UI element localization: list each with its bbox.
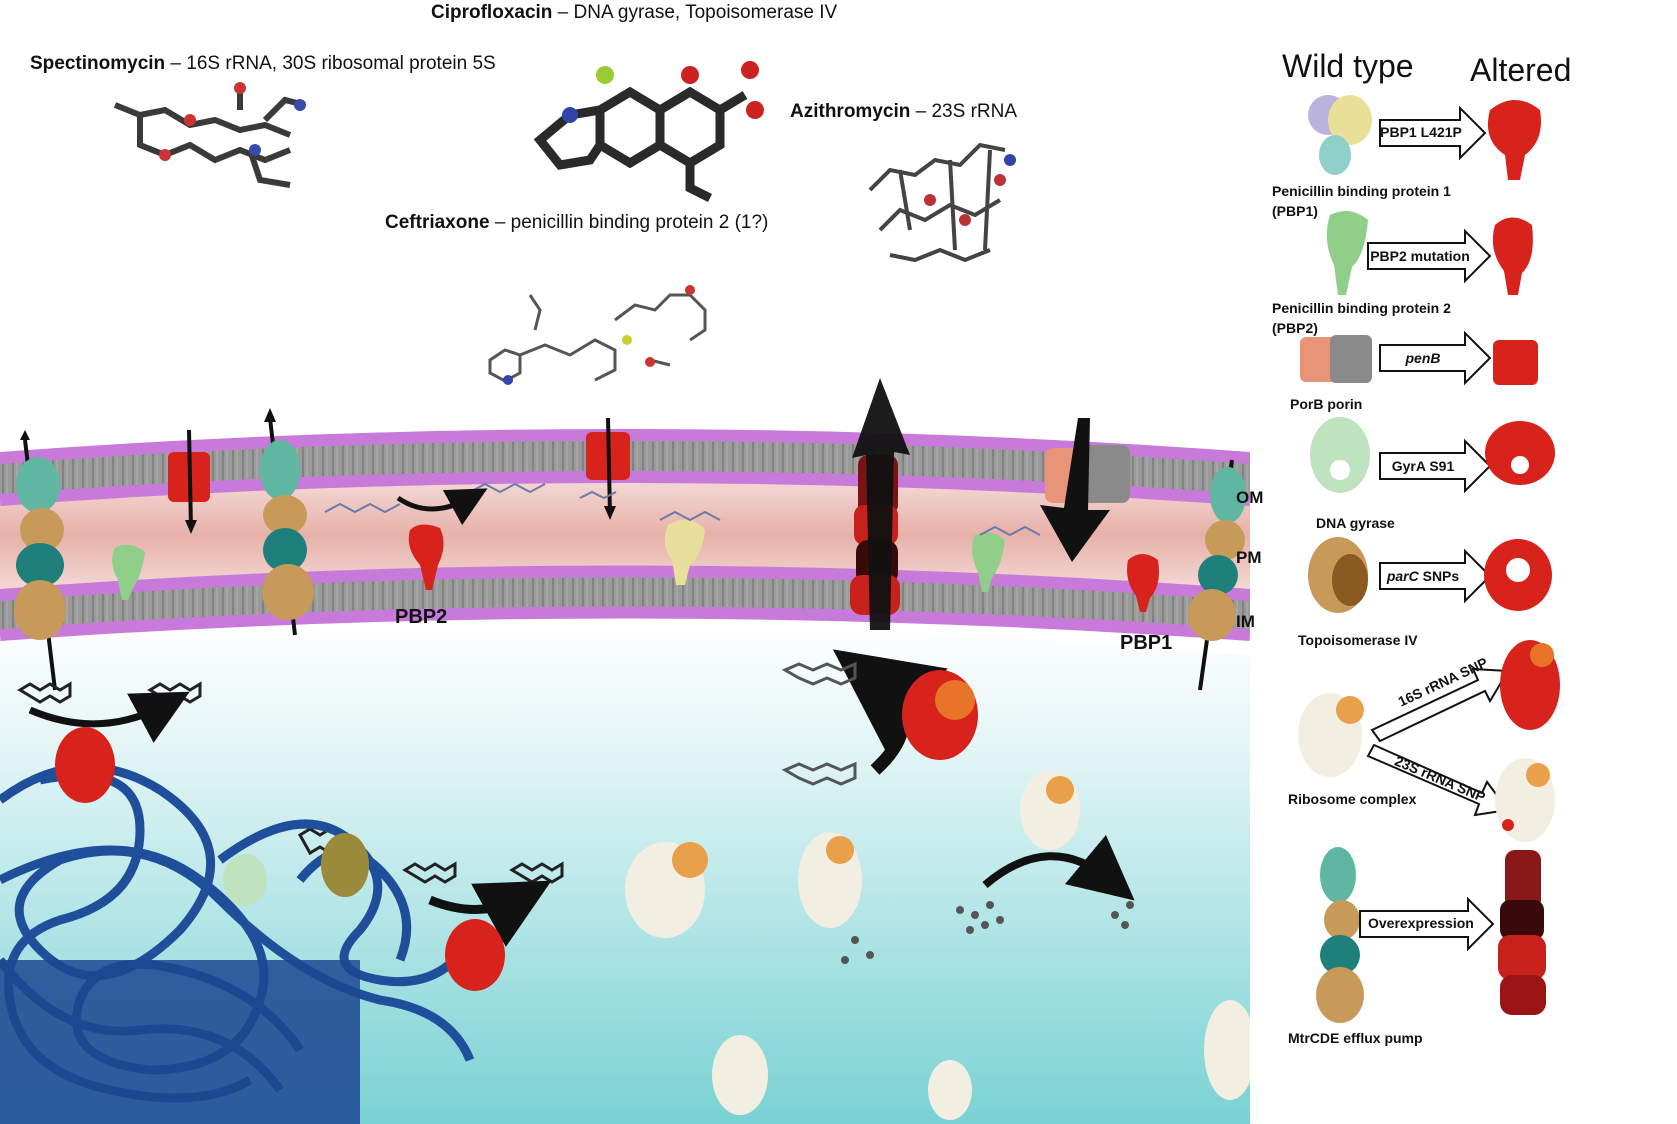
- legend-topoisomerase-altered: [1484, 539, 1552, 611]
- legend-porb-wild-type: [1300, 335, 1372, 383]
- legend-name-ribosome: Ribosome complex: [1288, 791, 1417, 807]
- pbp1-label: PBP1: [1120, 632, 1173, 654]
- legend-change-topo-gene: parC: [1386, 568, 1419, 584]
- legend-pbp2-altered: [1492, 217, 1533, 295]
- altered-dna-gyrase-2: [445, 919, 505, 991]
- altered-dna-gyrase-1: [55, 727, 115, 803]
- altered-efflux-pump: [850, 378, 910, 630]
- cytoplasm-curved-arrow-1: [28, 691, 190, 743]
- legend-arrow-23s: [1366, 743, 1510, 817]
- im-label: IM: [1236, 612, 1255, 631]
- cytoplasm-curved-arrow-3: [832, 649, 948, 775]
- legend-change-pbp2: PBP2 mutation: [1370, 248, 1470, 264]
- porb-wild-type: [1040, 418, 1130, 562]
- legend-arrow-pbp2: [1367, 228, 1492, 284]
- legend-name-gyrase: DNA gyrase: [1316, 515, 1395, 531]
- pm-label: PM: [1236, 548, 1262, 567]
- legend-mtrcde-altered: [1498, 850, 1546, 1015]
- legend-change-porb-text: penB: [1405, 350, 1441, 366]
- ceftriaxone-name: Ceftriaxone: [385, 212, 490, 233]
- azithromycin-label: Azithromycin – 23S rRNA: [790, 101, 1017, 123]
- legend-arrow-porb: [1379, 330, 1492, 386]
- legend-name-pbp2: Penicillin binding protein 2 (PBP2): [1272, 300, 1451, 336]
- legend-change-topo: parC SNPs: [1382, 568, 1464, 584]
- legend-name-pbp1: Penicillin binding protein 1 (PBP1): [1272, 183, 1451, 219]
- pbp2-altered: [408, 524, 444, 590]
- om-label: OM: [1236, 488, 1264, 507]
- pbp1-wild-type: [664, 519, 705, 585]
- legend-name-topo: Topoisomerase IV: [1298, 632, 1418, 648]
- wild-type-topoisomerase: [321, 833, 369, 897]
- legend-dna-gyrase-wild-type: [1310, 417, 1370, 493]
- mtrcde-efflux-pump-middle: [260, 408, 314, 636]
- periplasm: [0, 470, 1250, 600]
- legend-arrow-mtrcde: [1359, 896, 1495, 952]
- azithromycin-targets: – 23S rRNA: [910, 101, 1018, 122]
- legend-ribosome-altered-16s: [1500, 640, 1560, 730]
- spectinomycin-targets: – 16S rRNA, 30S ribosomal protein 5S: [165, 53, 496, 74]
- altered-heading: Altered: [1470, 52, 1572, 88]
- ceftriaxone-targets: – penicillin binding protein 2 (1?): [489, 212, 769, 233]
- ceftriaxone-label: Ceftriaxone – penicillin binding protein…: [385, 212, 768, 234]
- spectinomycin-molecules-cytoplasm: [781, 661, 857, 786]
- legend-ribosome-altered-23s: [1495, 758, 1555, 842]
- legend-pbp1-altered: [1487, 100, 1541, 180]
- spectinomycin-name: Spectinomycin: [30, 53, 166, 74]
- ciprofloxacin-name: Ciprofloxacin: [431, 2, 553, 23]
- ciprofloxacin-molecule: [533, 61, 764, 203]
- ceftriaxone-molecule: [488, 285, 707, 385]
- pbp1-altered: [1127, 554, 1159, 612]
- azithromycin-name: Azithromycin: [790, 101, 911, 122]
- pbp2-wild-type-2: [972, 532, 1005, 592]
- legend-pbp2-wild-type: [1326, 211, 1368, 295]
- legend-porb-altered: [1493, 340, 1538, 385]
- legend-mtrcde-wild-type: [1316, 847, 1364, 1023]
- legend-pbp1-wild-type: [1308, 95, 1372, 175]
- cytoplasm-curved-arrow-2: [428, 880, 552, 947]
- legend-dna-gyrase-altered: [1485, 421, 1555, 485]
- legend-arrow-topo: [1379, 548, 1492, 604]
- legend-change-gyrase: GyrA S91: [1391, 458, 1455, 474]
- dna-dense-mass: [0, 960, 360, 1124]
- spectinomycin-label: Spectinomycin – 16S rRNA, 30S ribosomal …: [30, 53, 496, 75]
- ciprofloxacin-label: Ciprofloxacin – DNA gyrase, Topoisomeras…: [431, 2, 837, 24]
- spectinomycin-molecule: [113, 82, 306, 188]
- ribosome-complexes: [625, 670, 1250, 1120]
- legend-name-porb: PorB porin: [1290, 396, 1363, 412]
- legend-arrow-16s: [1370, 667, 1510, 743]
- altered-porin-1: [168, 429, 210, 534]
- wild-type-dna-gyrase: [223, 854, 267, 906]
- legend-change-porb: penB: [1382, 350, 1464, 366]
- legend-change-topo-rest: SNPs: [1418, 568, 1460, 584]
- legend-name-mtrcde: MtrCDE efflux pump: [1288, 1030, 1423, 1046]
- legend-graphics: [1298, 95, 1560, 1023]
- legend-ribosome-wild-type: [1298, 693, 1364, 777]
- pbp2-label: PBP2: [395, 606, 448, 628]
- pbp2-wild-type: [112, 544, 145, 600]
- legend-topoisomerase-wild-type: [1308, 537, 1368, 613]
- wild-type-heading: Wild type: [1282, 48, 1414, 84]
- legend-arrow-pbp1: [1379, 105, 1487, 161]
- azithromycin-molecules-cytoplasm: [841, 901, 1134, 964]
- cytoplasm-curved-arrow-4: [982, 834, 1135, 901]
- legend-arrow-gyrase: [1379, 438, 1492, 494]
- mtrcde-efflux-pump-right: [1188, 459, 1246, 691]
- azithromycin-molecule: [868, 142, 1016, 263]
- mtrcde-efflux-pump-left: [14, 430, 66, 691]
- legend-change-pbp1: PBP1 L421P: [1380, 124, 1462, 140]
- altered-porin-2: [586, 417, 630, 520]
- ceftriaxone-molecule-periplasm: [324, 482, 1041, 537]
- periplasm-curved-arrow: [396, 488, 488, 526]
- cell-scene: [0, 61, 1250, 1124]
- ciprofloxacin-targets: – DNA gyrase, Topoisomerase IV: [552, 2, 838, 23]
- legend-change-mtrcde: Overexpression: [1368, 915, 1474, 931]
